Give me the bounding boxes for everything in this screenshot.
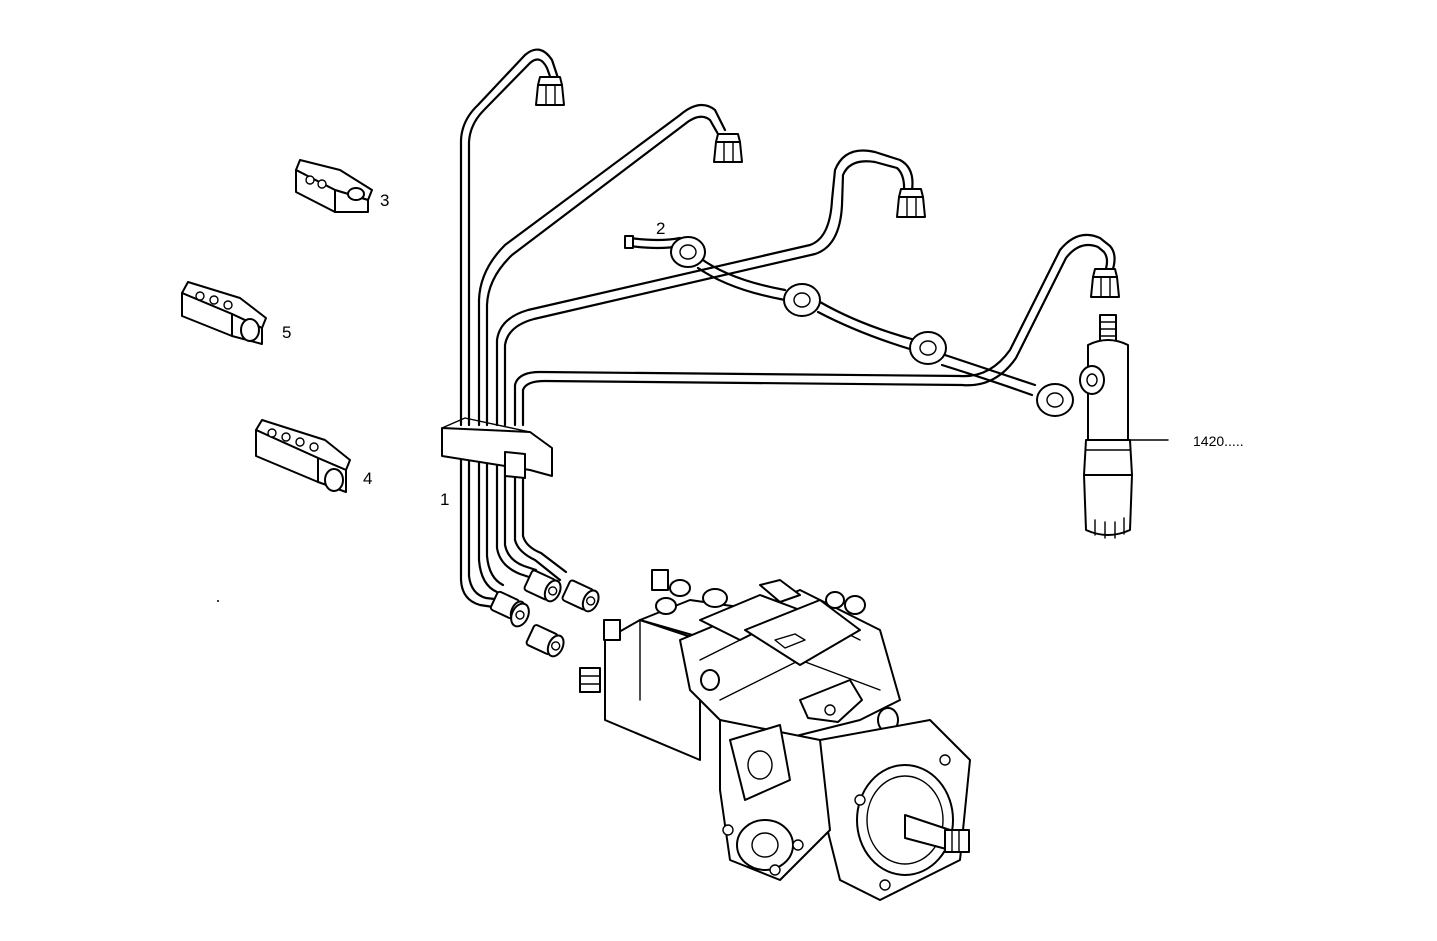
injection-lines: [459, 48, 1116, 610]
callout-injector-ref: 1420.....: [1193, 433, 1244, 449]
callout-4: 4: [363, 469, 372, 488]
stray-dot: [217, 600, 219, 602]
injection-pump: [579, 569, 971, 901]
callout-1: 1: [440, 490, 449, 509]
pump-outlet-nuts: [489, 569, 600, 658]
line-clamp-3: [295, 159, 373, 213]
callout-3: 3: [380, 191, 389, 210]
callout-5: 5: [282, 323, 291, 342]
injector: [1079, 314, 1169, 539]
pipe-clamp-1: [441, 417, 553, 479]
line-clamp-5: [181, 281, 267, 345]
leak-off-line: [624, 235, 1074, 417]
pipe-union-nuts: [535, 76, 1120, 298]
line-clamp-4: [255, 419, 351, 493]
callout-2: 2: [656, 219, 665, 238]
callout-labels: 1 2 3 4 5 1420.....: [282, 191, 1244, 509]
